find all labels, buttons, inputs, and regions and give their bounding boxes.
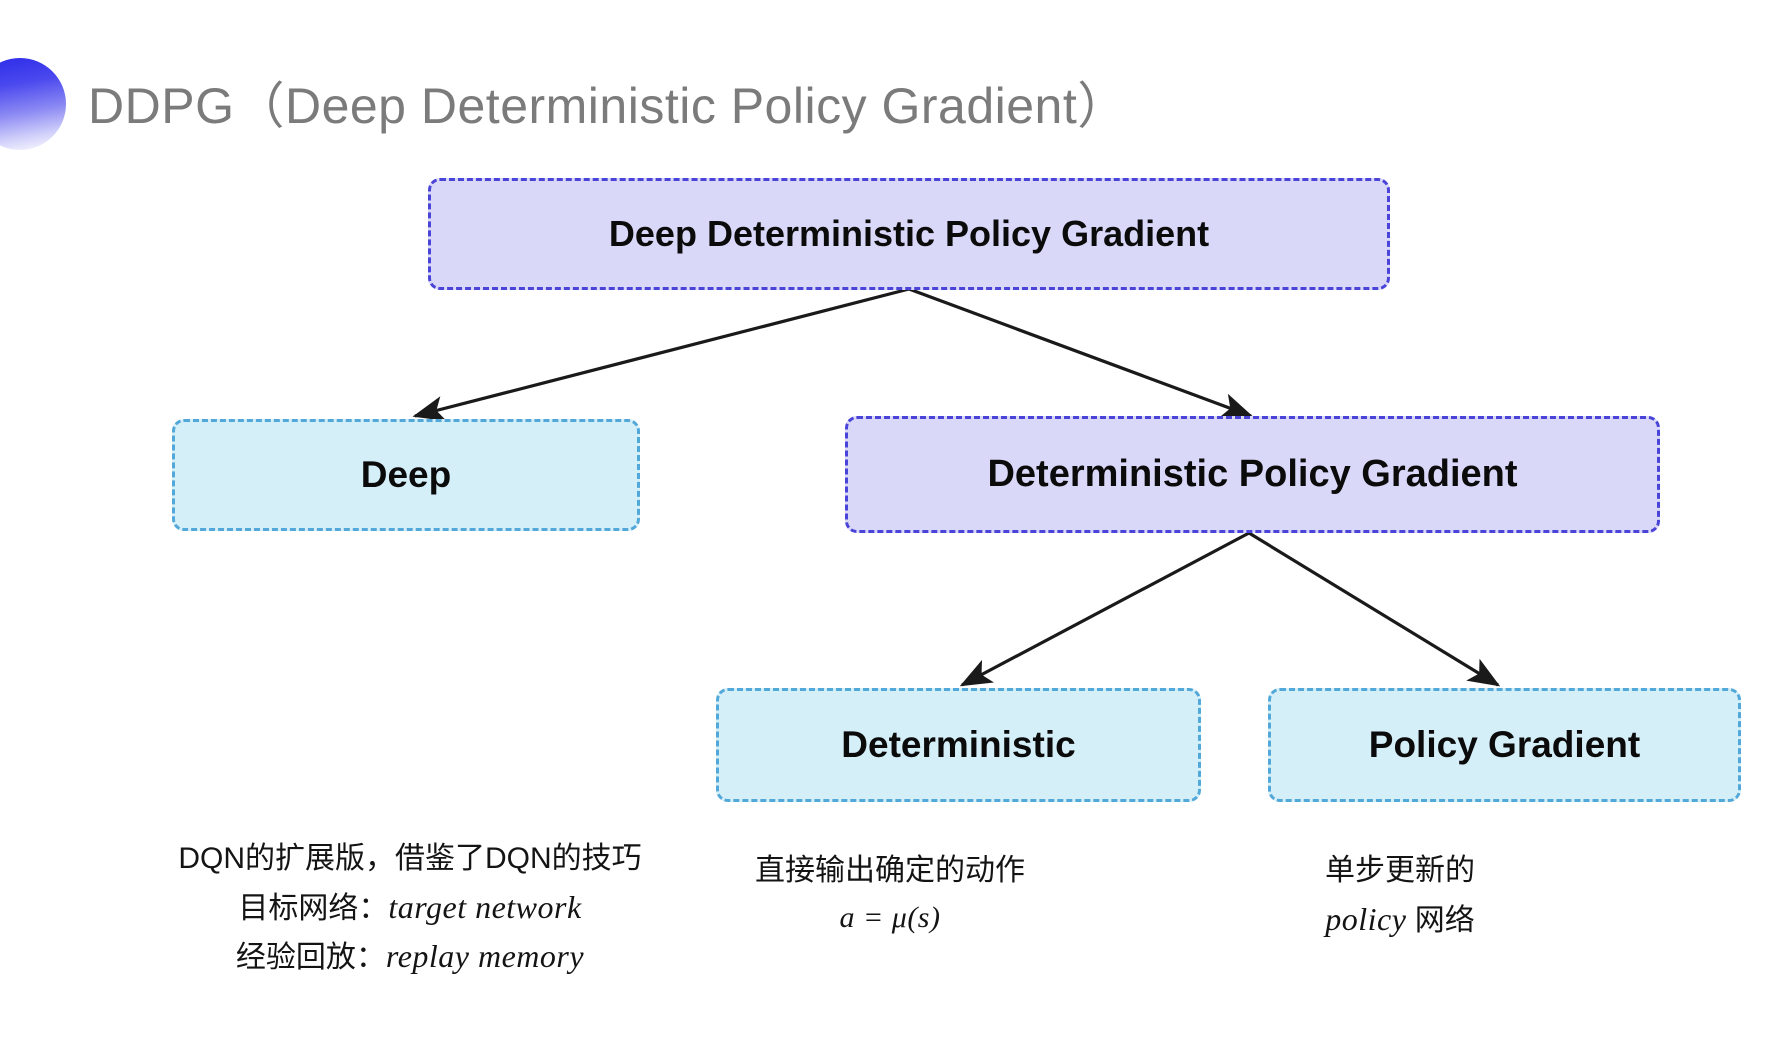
node-deterministic-policy-gradient[interactable]: Deterministic Policy Gradient xyxy=(845,416,1660,533)
caption-line: 直接输出确定的动作 xyxy=(755,854,1025,887)
node-policy-gradient[interactable]: Policy Gradient xyxy=(1268,688,1741,802)
node-label: Deep xyxy=(360,453,452,495)
caption-deterministic: 直接输出确定的动作 a = μ(s) xyxy=(730,848,1050,941)
edge-ddpg-to-deep xyxy=(412,287,910,422)
caption-line: policy 网络 xyxy=(1240,895,1560,945)
node-label: Policy Gradient xyxy=(1368,723,1641,765)
caption-math: target network xyxy=(388,888,582,925)
node-label: Deterministic Policy Gradient xyxy=(987,452,1518,495)
edge-dpg-to-policy-gradient xyxy=(1248,531,1501,687)
caption-math: a = μ(s) xyxy=(839,900,941,934)
gradient-circle-bullet-icon xyxy=(0,58,66,150)
caption-math: policy xyxy=(1325,900,1407,937)
page-title: DDPG（Deep Deterministic Policy Gradient） xyxy=(88,78,1128,134)
caption-line: 单步更新的 xyxy=(1325,854,1475,887)
caption-line: 目标网络：target network xyxy=(150,883,670,933)
node-deep-deterministic-policy-gradient[interactable]: Deep Deterministic Policy Gradient xyxy=(428,178,1390,290)
edge-ddpg-to-dpg xyxy=(908,287,1254,418)
node-deep[interactable]: Deep xyxy=(172,419,640,531)
node-label: Deterministic xyxy=(841,723,1076,765)
caption-line: 经验回放：replay memory xyxy=(150,932,670,982)
caption-label: 网络 xyxy=(1406,903,1475,937)
edge-dpg-to-deterministic xyxy=(959,531,1250,687)
caption-math: replay memory xyxy=(385,938,585,975)
caption-label: 目标网络： xyxy=(238,891,389,925)
caption-deep: DQN的扩展版，借鉴了DQN的技巧 目标网络：target network 经验… xyxy=(150,836,670,982)
node-deterministic[interactable]: Deterministic xyxy=(716,688,1201,802)
caption-label: 经验回放： xyxy=(235,941,386,975)
caption-policy-gradient: 单步更新的 policy 网络 xyxy=(1240,848,1560,944)
node-label: Deep Deterministic Policy Gradient xyxy=(608,213,1210,255)
caption-line: DQN的扩展版，借鉴了DQN的技巧 xyxy=(178,842,642,875)
